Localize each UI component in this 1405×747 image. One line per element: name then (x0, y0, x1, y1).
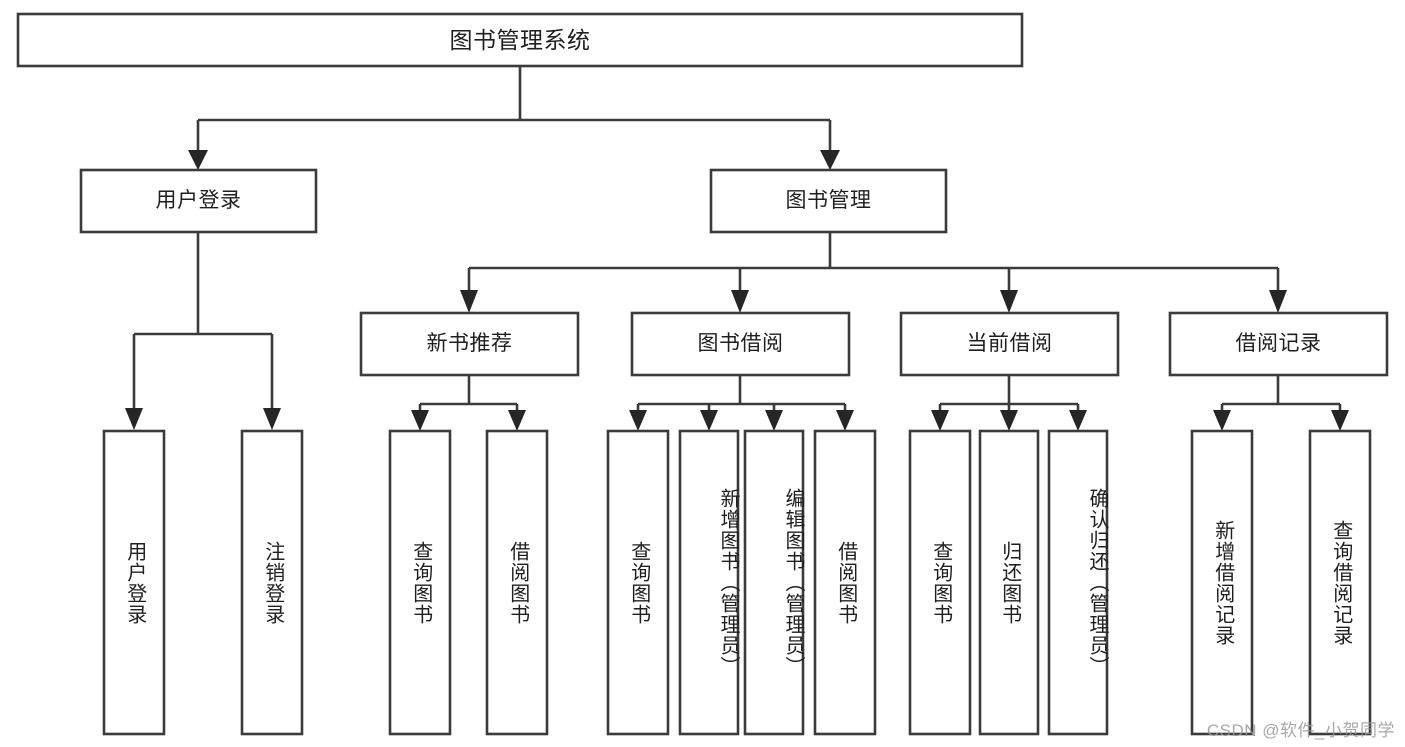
arrow-head-new-book (460, 290, 478, 313)
arrow-head-current-borrow-leaf3 (1069, 410, 1087, 431)
arrow-head-current-borrow-leaf2 (1000, 410, 1018, 431)
arrow-head-user-login-leaf1 (125, 408, 143, 430)
leaf-box-new-book-2 (485, 429, 549, 736)
leaf-box-user-login-1 (102, 429, 166, 736)
arrow-head-user-login-leaf2 (263, 408, 281, 430)
arrow-head-borrow-record-leaf1 (1213, 410, 1231, 431)
node-new-book-box (359, 311, 580, 377)
node-book-manage-box (709, 168, 948, 234)
arrow-head-current-borrow-leaf1 (931, 410, 949, 431)
arrow-head-book-borrow-leaf3 (765, 410, 783, 431)
arrow-head-book-borrow-leaf1 (629, 410, 647, 431)
arrow-head-book-borrow (731, 290, 749, 313)
leaf-box-borrow-record-2 (1308, 429, 1372, 736)
leaf-box-book-borrow-2 (678, 429, 740, 736)
node-book-borrow-box (630, 311, 851, 377)
leaf-box-current-borrow-3 (1047, 429, 1109, 736)
leaf-box-user-login-2 (240, 429, 304, 736)
leaf-box-current-borrow-2 (978, 429, 1040, 736)
leaf-box-new-book-1 (388, 429, 452, 736)
leaf-box-book-borrow-3 (743, 429, 805, 736)
arrow-head-borrow-record (1269, 290, 1287, 313)
arrow-head-book-manage (820, 150, 840, 170)
node-user-login-box (79, 168, 318, 234)
leaf-box-current-borrow-1 (908, 429, 972, 736)
node-borrow-record-box (1168, 311, 1389, 377)
arrow-head-current-borrow (1000, 290, 1018, 313)
leaf-box-book-borrow-1 (606, 429, 670, 736)
arrow-head-user-login (188, 150, 208, 170)
arrow-head-book-borrow-leaf2 (700, 410, 718, 431)
node-current-borrow-box (899, 311, 1120, 377)
arrow-head-new-book-leaf2 (508, 410, 526, 431)
arrow-head-new-book-leaf1 (411, 410, 429, 431)
leaf-box-borrow-record-1 (1190, 429, 1254, 736)
arrow-head-borrow-record-leaf2 (1331, 410, 1349, 431)
node-root-box (16, 12, 1024, 68)
leaf-box-book-borrow-4 (813, 429, 877, 736)
arrow-head-book-borrow-leaf4 (836, 410, 854, 431)
